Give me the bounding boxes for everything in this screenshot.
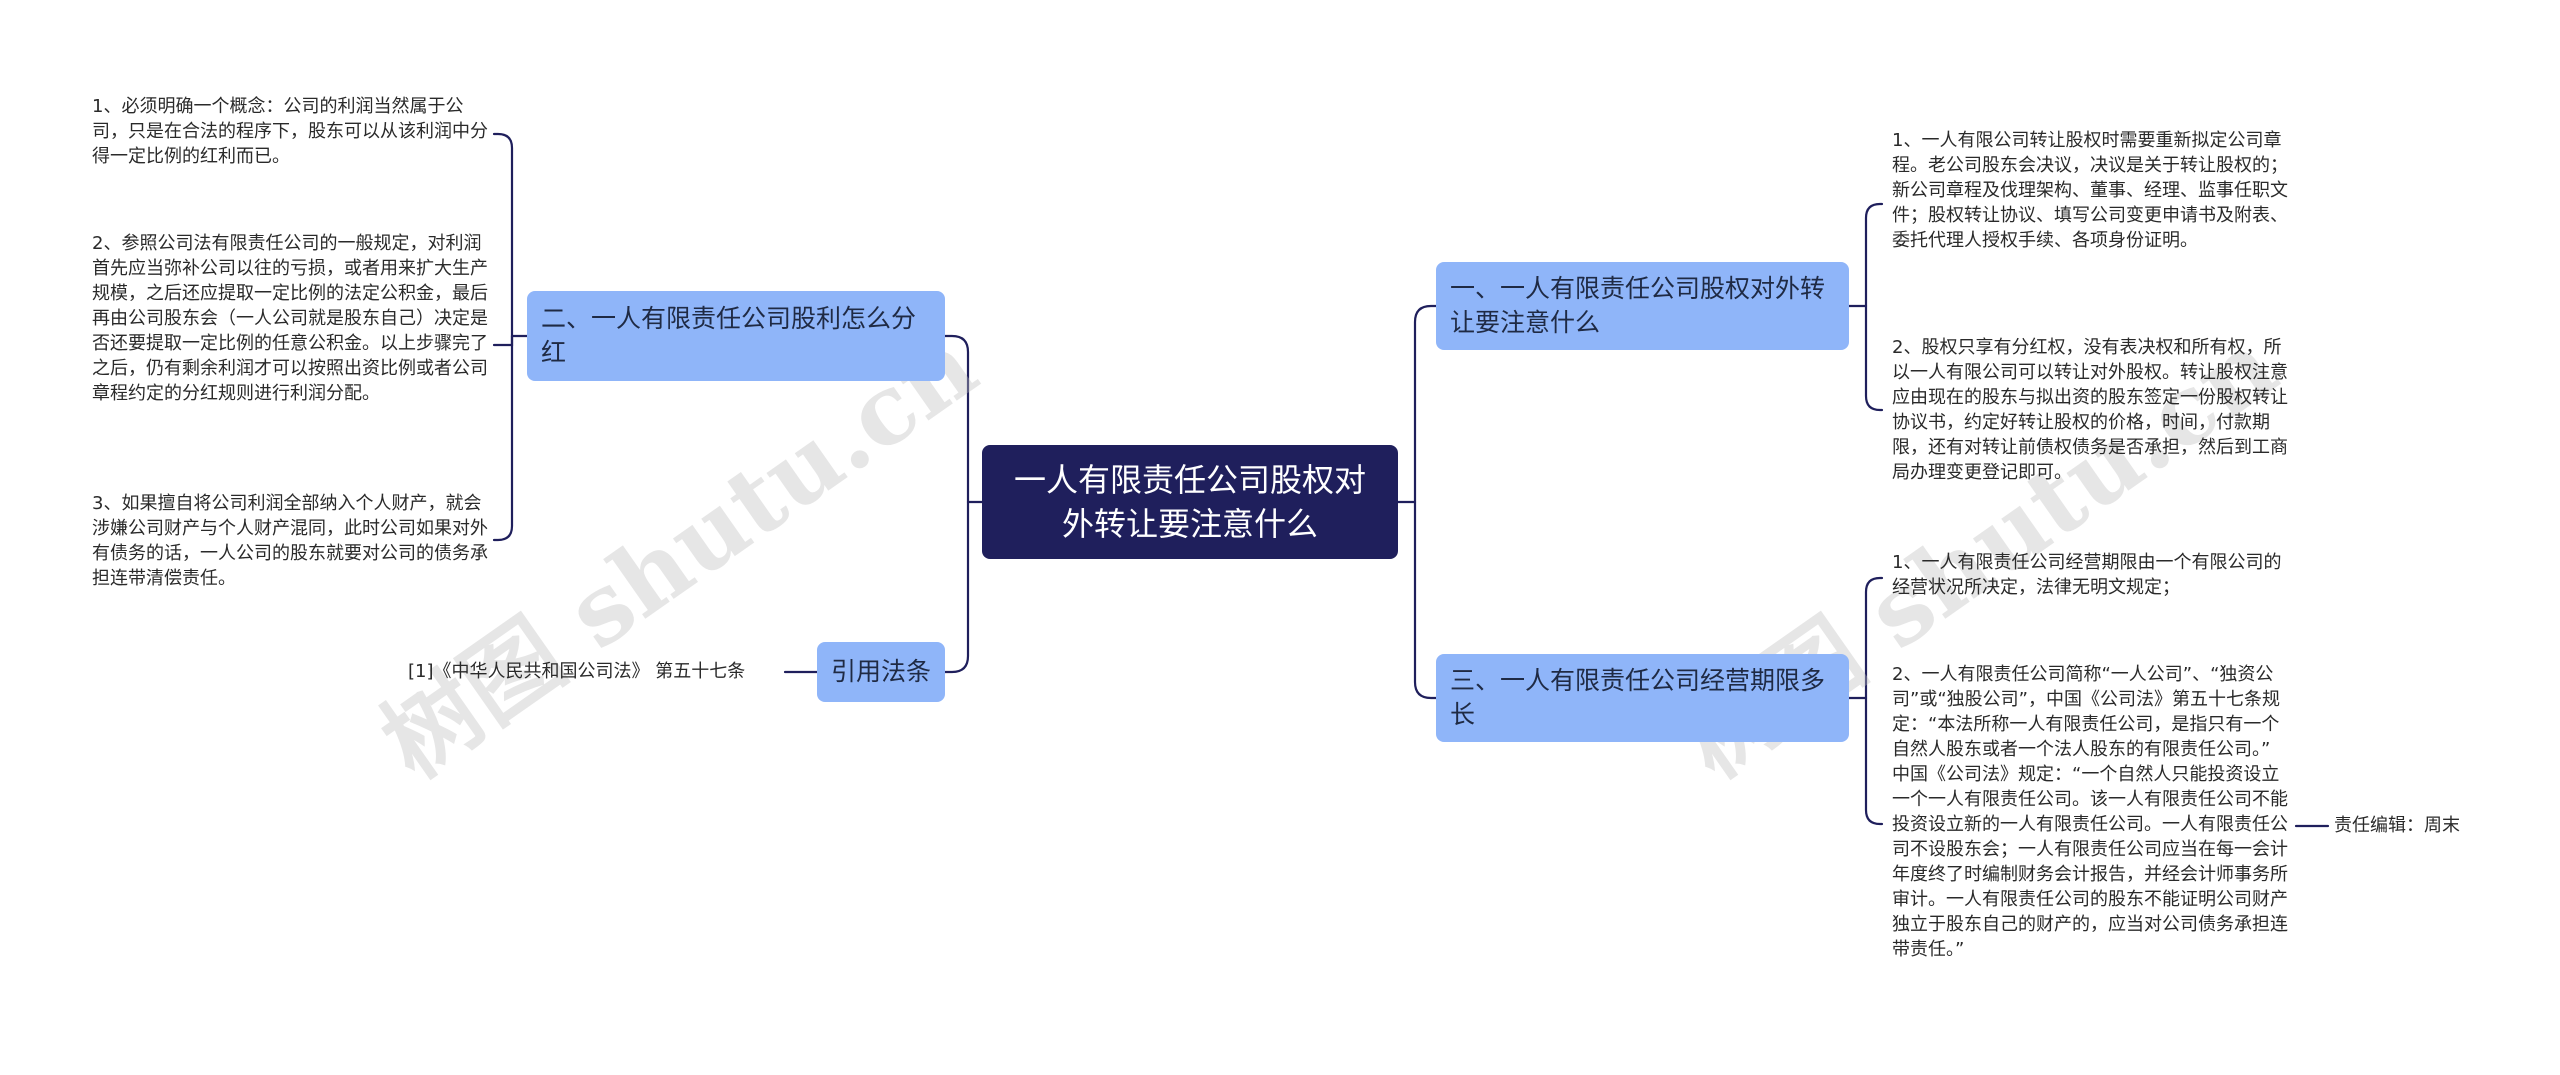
branch-dividend-label: 二、一人有限责任公司股利怎么分红 [541,304,917,367]
connector-b2-to-l2-3 [492,334,514,542]
branch-operating-term[interactable]: 三、一人有限责任公司经营期限多长 [1436,654,1849,742]
connector-root-to-b1 [1413,304,1438,504]
connector-root-to-b4 [943,500,970,674]
leaf-term-definition[interactable]: 2、一人有限责任公司简称“一人公司”、“独资公司”或“独股公司”，中国《公司法》… [1892,664,2288,960]
leaf-dividend-procedure[interactable]: 2、参照公司法有限责任公司的一般规定，对利润首先应当弥补公司以往的亏损，或者用来… [92,233,488,404]
connector-b2-to-l2-1 [492,132,514,338]
leaf-cited-article[interactable]: [1]《中华人民共和国公司法》 第五十七条 [408,661,746,682]
root-topic[interactable]: 一人有限责任公司股权对外转让要注意什么 [982,445,1398,559]
leaf-dividend-concept[interactable]: 1、必须明确一个概念：公司的利润当然属于公司，只是在合法的程序下，股东可以从该利… [92,96,488,167]
branch-cited-law[interactable]: 引用法条 [817,642,945,702]
leaf-transfer-articles[interactable]: 1、一人有限公司转让股权时需要重新拟定公司章程。老公司股东会决议，决议是关于转让… [1892,130,2288,251]
connector-b3-to-r3-1 [1864,576,1884,700]
branch-dividend[interactable]: 二、一人有限责任公司股利怎么分红 [527,291,945,381]
leaf-editor-note[interactable]: 责任编辑：周末 [2334,815,2460,836]
connector-root-to-b2 [943,334,970,504]
leaf-term-no-limit[interactable]: 1、一人有限责任公司经营期限由一个有限公司的经营状况所决定，法律无明文规定； [1892,552,2282,598]
leaf-transfer-dividend-right[interactable]: 2、股权只享有分红权，没有表决权和所有权，所以一人有限公司可以转让对外股权。转让… [1892,337,2288,483]
connector-b1-to-r1-1 [1864,202,1884,308]
root-topic-label: 一人有限责任公司股权对外转让要注意什么 [1013,461,1366,543]
branch-equity-transfer[interactable]: 一、一人有限责任公司股权对外转让要注意什么 [1436,262,1849,350]
branch-equity-transfer-label: 一、一人有限责任公司股权对外转让要注意什么 [1450,274,1826,337]
branch-cited-law-label: 引用法条 [830,657,931,686]
branch-operating-term-label: 三、一人有限责任公司经营期限多长 [1450,666,1826,729]
leaf-dividend-liability[interactable]: 3、如果擅自将公司利润全部纳入个人财产，就会涉嫌公司财产与个人财产混同，此时公司… [92,493,488,589]
connector-root-to-b3 [1413,500,1438,700]
connector-b2-to-l2-2 [492,334,514,347]
connector-b3-to-r3-2 [1864,696,1884,826]
connector-b1-to-r1-2 [1864,304,1884,412]
